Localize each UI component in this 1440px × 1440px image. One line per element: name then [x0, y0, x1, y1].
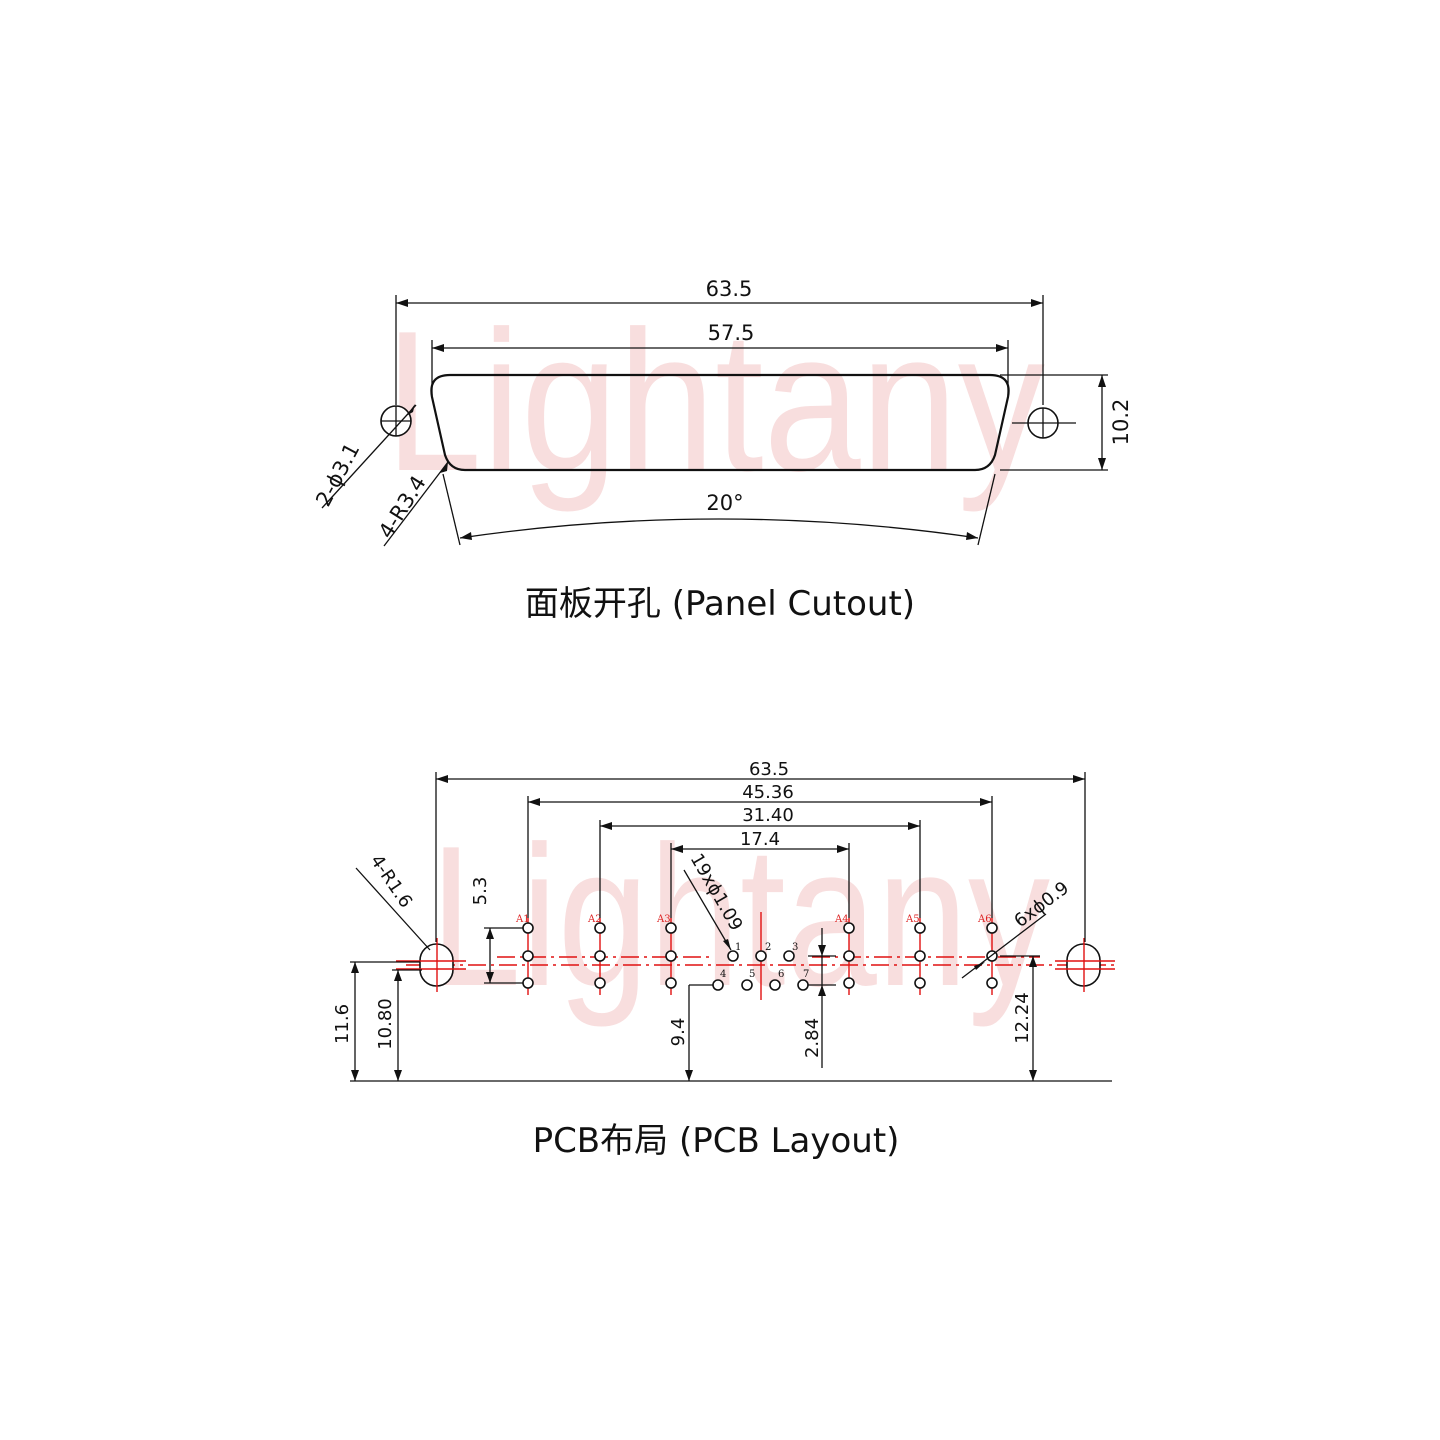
signal-pin-3: 3 — [783, 942, 798, 962]
svg-text:5: 5 — [749, 969, 755, 980]
svg-text:A4: A4 — [834, 914, 849, 925]
pcb-dim-a-pitch-inner: 17.4 — [740, 829, 780, 850]
pcb-dim-height-10-80: 10.80 — [375, 998, 396, 1050]
svg-text:A2: A2 — [587, 914, 602, 925]
svg-text:1: 1 — [735, 942, 741, 953]
watermark-bottom: Lightany — [430, 805, 1050, 1028]
pcb-caption: PCB布局 (PCB Layout) — [533, 1121, 900, 1161]
power-pin-A3: A3 — [656, 914, 677, 995]
pcb-dim-offset-12-24: 12.24 — [1012, 992, 1033, 1044]
svg-text:6: 6 — [778, 969, 784, 980]
watermark-top: Lightany — [385, 290, 1045, 513]
panel-dim-cutout-width: 57.5 — [708, 321, 755, 345]
signal-pin-2: 2 — [755, 942, 771, 962]
svg-text:7: 7 — [803, 969, 809, 980]
panel-dim-holes: 2-ϕ3.1 — [311, 439, 364, 510]
svg-text:4: 4 — [720, 969, 726, 980]
pcb-dim-height-11-6: 11.6 — [332, 1004, 353, 1044]
panel-caption: 面板开孔 (Panel Cutout) — [525, 584, 915, 624]
power-pin-A1: A1 — [515, 914, 534, 995]
power-pin-A4: A4 — [834, 914, 855, 995]
svg-text:2: 2 — [765, 942, 771, 953]
svg-text:A6: A6 — [977, 914, 992, 925]
svg-text:A5: A5 — [905, 914, 920, 925]
svg-text:A1: A1 — [515, 914, 530, 925]
pcb-dim-offset-9-4: 9.4 — [668, 1018, 689, 1047]
signal-pin-6: 6 — [769, 969, 784, 991]
power-pin-A5: A5 — [905, 914, 926, 995]
pcb-dim-radius: 4-R1.6 — [366, 851, 416, 912]
panel-dim-overall-width: 63.5 — [706, 277, 753, 301]
pcb-dim-a-pitch-mid: 31.40 — [742, 805, 794, 826]
svg-text:3: 3 — [792, 942, 798, 953]
panel-dim-height: 10.2 — [1109, 399, 1133, 446]
pcb-dim-overall-width: 63.5 — [749, 759, 789, 780]
panel-dim-angle: 20° — [706, 491, 743, 515]
pcb-dim-a-pitch-outer: 45.36 — [742, 782, 794, 803]
signal-pin-5: 5 — [741, 969, 755, 991]
power-pin-A2: A2 — [587, 914, 606, 995]
pcb-dim-row-spacing: 5.3 — [470, 877, 491, 906]
signal-pin-1: 1 — [727, 942, 741, 962]
svg-text:A3: A3 — [656, 914, 671, 925]
pcb-dim-offset-2-84: 2.84 — [802, 1018, 823, 1058]
